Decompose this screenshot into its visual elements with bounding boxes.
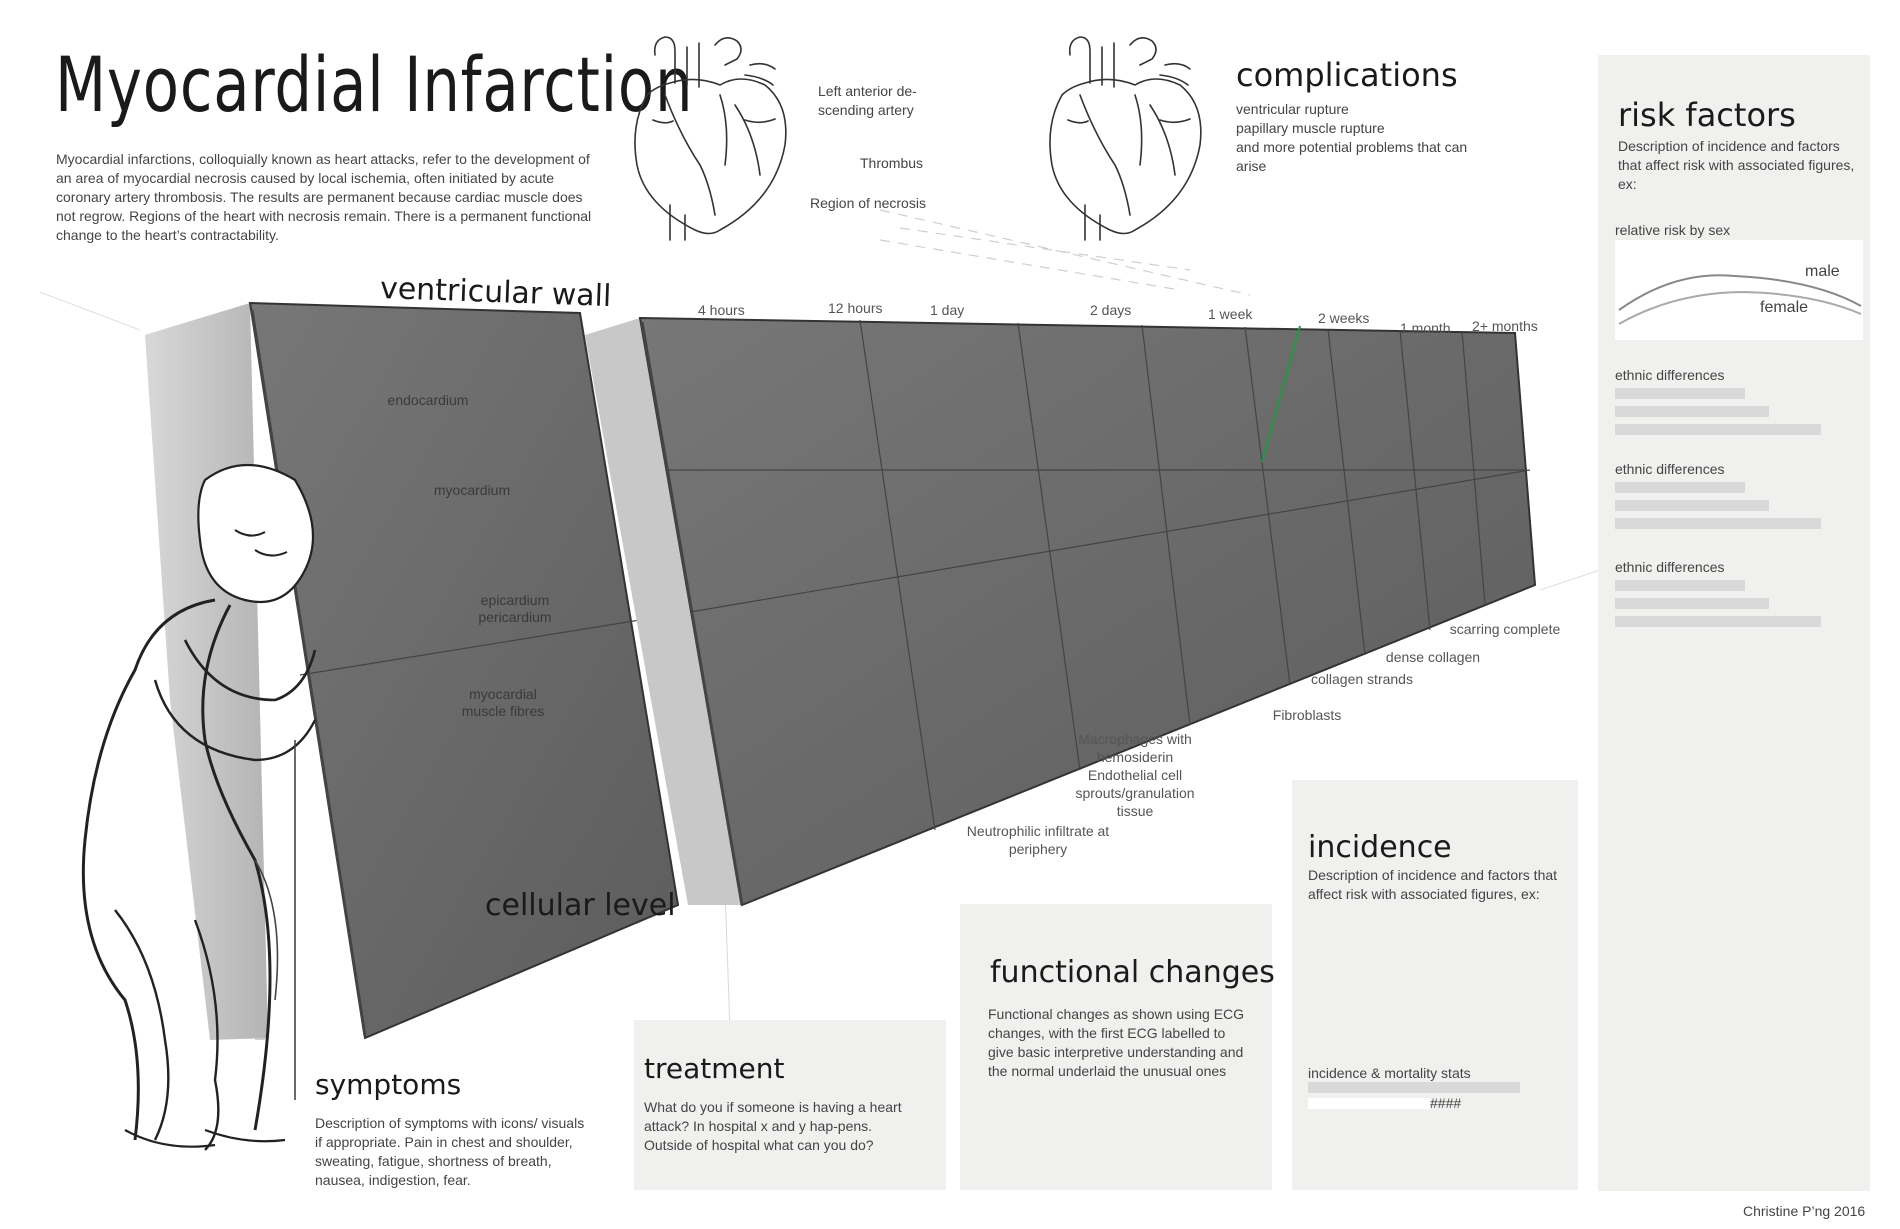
- label-artery: Left anterior de- scending artery: [818, 83, 917, 118]
- relative-risk-curves: [1618, 274, 1862, 325]
- incidence-text: Description of incidence and factors tha…: [1308, 867, 1558, 902]
- stage-dense-collagen: dense collagen: [1385, 649, 1481, 665]
- label-muscle-fibres: myocardial muscle fibres: [461, 686, 545, 719]
- treatment-panel: [634, 1020, 946, 1190]
- time-1-month: 1 month: [1400, 320, 1451, 336]
- time-4-hours: 4 hours: [698, 302, 745, 318]
- functional-text: Functional changes as shown using ECG ch…: [988, 1006, 1245, 1079]
- green-marker-line: [1261, 325, 1301, 463]
- cellular-level-heading: cellular level: [485, 888, 676, 923]
- female-label: female: [1760, 299, 1809, 316]
- timeline-slab-edge: [640, 321, 744, 906]
- incidence-hash: ####: [1430, 1095, 1462, 1111]
- ethnic-bar: [1615, 500, 1769, 511]
- ethnic-bar: [1615, 598, 1769, 609]
- male-label: male: [1805, 263, 1840, 280]
- relative-risk-chart: male female: [1615, 240, 1863, 340]
- stage-fibroblasts: Fibroblasts: [1272, 707, 1342, 723]
- symptoms-heading: symptoms: [315, 1068, 462, 1101]
- ethnic-bar: [1615, 482, 1745, 493]
- stage-scarring: scarring complete: [1449, 621, 1561, 637]
- label-myocardium: myocardium: [433, 482, 511, 498]
- time-1-day: 1 day: [930, 302, 965, 318]
- ethnic-bar: [1615, 580, 1745, 591]
- ethnic-bar: [1615, 616, 1821, 627]
- stage-neutrophilic: Neutrophilic infiltrate at periphery: [966, 823, 1110, 857]
- ethnic-bar: [1615, 518, 1821, 529]
- intro-text: Myocardial infarctions, colloquially kno…: [56, 151, 592, 243]
- timeline-grid-line: [689, 469, 1531, 613]
- timeline-segment-line: [1017, 322, 1081, 771]
- risk-factors-heading: risk factors: [1618, 96, 1796, 134]
- time-2-months: 2+ months: [1472, 318, 1538, 334]
- treatment-heading: treatment: [644, 1052, 785, 1085]
- time-2-days: 2 days: [1090, 302, 1132, 318]
- risk-factors-text: Description of incidence and factors tha…: [1618, 138, 1855, 192]
- timeline-segment-line: [1327, 328, 1366, 656]
- ethnic-bar: [1615, 388, 1745, 399]
- time-2-weeks: 2 weeks: [1318, 310, 1370, 326]
- timeline-segment-line: [1461, 330, 1486, 606]
- label-endocardium: endocardium: [387, 392, 469, 408]
- functional-panel: [960, 904, 1272, 1190]
- page-title: Myocardial Infarction: [55, 40, 694, 129]
- incidence-bar-white: [1308, 1098, 1430, 1109]
- functional-heading: functional changes: [990, 955, 1275, 990]
- timeline-segment-line: [1399, 329, 1431, 631]
- person-sketch: [81, 464, 317, 1151]
- incidence-panel: [1292, 780, 1578, 1190]
- timeline-segment-line: [1141, 324, 1191, 726]
- relative-risk-label: relative risk by sex: [1615, 222, 1731, 238]
- stage-collagen: collagen strands: [1311, 671, 1413, 687]
- timeline-segment-line: [1244, 326, 1291, 686]
- ethnic-label-2: ethnic differences: [1615, 461, 1725, 477]
- ethnic-bar: [1615, 406, 1769, 417]
- credit: Christine P’ng 2016: [1743, 1203, 1866, 1219]
- time-12-hours: 12 hours: [828, 300, 883, 316]
- symptoms-text: Description of symptoms with icons/ visu…: [315, 1115, 585, 1188]
- ethnic-label-1: ethnic differences: [1615, 367, 1725, 383]
- heart-illustration-left: [634, 36, 787, 241]
- label-thrombus: Thrombus: [860, 155, 924, 171]
- label-epicardium: epicardium pericardium: [478, 592, 552, 625]
- incidence-heading: incidence: [1308, 830, 1452, 865]
- complications-text: ventricular rupture papillary muscle rup…: [1236, 101, 1468, 174]
- incidence-bar: [1308, 1082, 1520, 1093]
- treatment-text: What do you if someone is having a heart…: [644, 1099, 902, 1153]
- heart-illustration-right: [1049, 36, 1202, 241]
- wall-slab-edge: [250, 309, 367, 1037]
- ethnic-bar: [1615, 424, 1821, 435]
- timeline-segment-line: [859, 319, 936, 831]
- ethnic-label-3: ethnic differences: [1615, 559, 1725, 575]
- stage-macrophages: Macrophages with hemosiderin Endothelial…: [1075, 731, 1195, 819]
- complications-heading: complications: [1236, 56, 1458, 94]
- label-necrosis: Region of necrosis: [810, 195, 926, 211]
- incidence-stats-label: incidence & mortality stats: [1308, 1065, 1471, 1081]
- time-1-week: 1 week: [1208, 306, 1253, 322]
- wall-layer-divider: [299, 619, 641, 676]
- gap-connector: [585, 318, 742, 905]
